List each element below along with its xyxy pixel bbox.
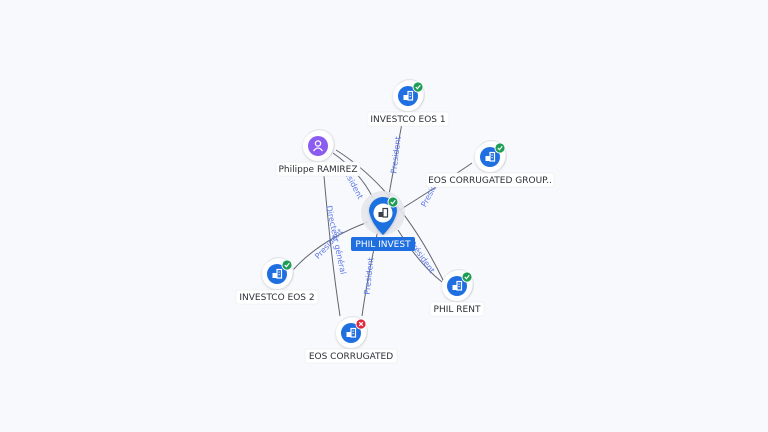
verified-check-icon xyxy=(412,81,424,93)
verified-check-icon xyxy=(281,259,293,271)
edge-label: President xyxy=(389,136,402,174)
nodes-layer: PHIL INVEST INVESTCO EOS 1 Philippe RAMIRE… xyxy=(235,79,555,364)
node-label: PHIL RENT xyxy=(434,305,481,315)
edge-line xyxy=(397,229,443,283)
closed-x-icon xyxy=(355,318,367,330)
node-label-background xyxy=(351,237,415,251)
node-label: PHIL INVEST xyxy=(355,240,411,250)
building-icon xyxy=(452,280,463,291)
node-label: Philippe RAMIREZ xyxy=(278,165,357,175)
node-label: EOS CORRUGATED xyxy=(309,352,393,362)
node-label-background xyxy=(235,289,319,305)
verified-check-icon xyxy=(461,271,473,283)
node-philippe-ramirez[interactable]: Philippe RAMIREZ xyxy=(275,129,361,177)
edge-line xyxy=(292,221,369,271)
edge-line xyxy=(322,163,341,317)
node-investco-eos-1[interactable]: INVESTCO EOS 1 xyxy=(366,79,450,127)
node-label-background xyxy=(425,172,555,188)
building-icon xyxy=(403,90,414,101)
building-icon xyxy=(272,268,283,279)
node-label-background xyxy=(366,111,450,127)
building-icon xyxy=(378,207,389,218)
node-eos-corrugated[interactable]: EOS CORRUGATED xyxy=(304,316,398,364)
node-label-background xyxy=(429,301,485,317)
node-label: EOS CORRUGATED GROUP.. xyxy=(428,176,552,186)
node-label: INVESTCO EOS 1 xyxy=(370,115,445,125)
node-phil-rent[interactable]: PHIL RENT xyxy=(429,269,485,317)
node-investco-eos-2[interactable]: INVESTCO EOS 2 xyxy=(235,257,319,305)
node-label-background xyxy=(304,348,398,364)
node-label: INVESTCO EOS 2 xyxy=(239,293,314,303)
verified-check-icon xyxy=(494,142,506,154)
node-phil-invest[interactable]: PHIL INVEST xyxy=(351,191,415,251)
person-icon xyxy=(312,140,324,152)
node-label-background xyxy=(275,161,361,177)
edge-philippe-ramirez-to-phil-invest: President xyxy=(332,152,374,201)
edge-label: President xyxy=(363,257,376,295)
verified-check-icon xyxy=(387,196,399,208)
node-eos-corrugated-group[interactable]: EOS CORRUGATED GROUP.. xyxy=(425,140,555,188)
building-icon xyxy=(485,151,496,162)
building-icon xyxy=(346,327,357,338)
